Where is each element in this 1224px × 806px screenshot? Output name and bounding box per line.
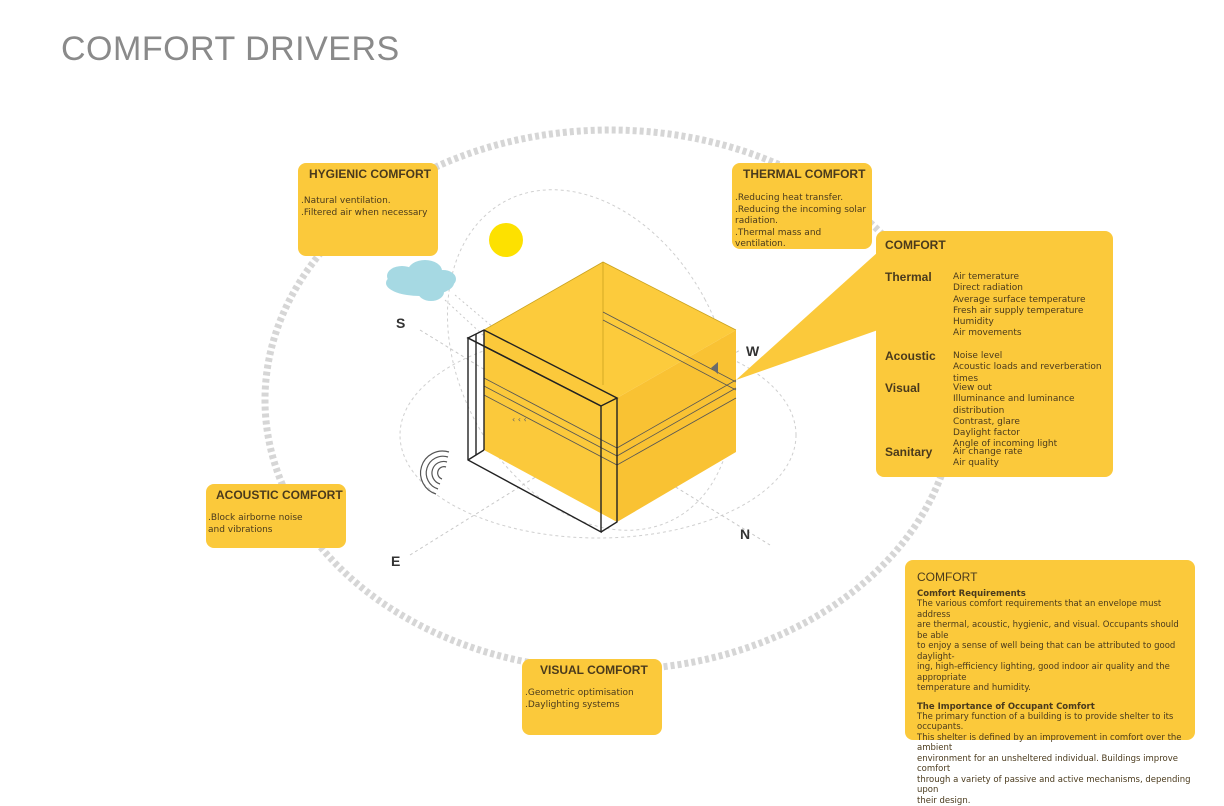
info-line: their design. <box>917 796 1192 806</box>
comfort-callout-pointer <box>736 252 878 380</box>
comfort-info-card: COMFORT Comfort Requirements The various… <box>905 560 1195 740</box>
cube-marks: ‹ ‹ ‹ <box>512 415 527 424</box>
category-thermal: Thermal <box>885 270 932 284</box>
acoustic-title: ACOUSTIC COMFORT <box>216 488 343 502</box>
factor: Fresh air supply temperature <box>953 306 1086 317</box>
compass-south: S <box>396 315 405 331</box>
hygienic-item: .Filtered air when necessary <box>301 208 427 220</box>
sun-icon <box>489 223 523 257</box>
info-line: through a variety of passive and active … <box>917 775 1192 796</box>
cloud-icon <box>386 260 456 301</box>
info-heading: Comfort Requirements <box>917 589 1192 599</box>
thermal-item: .Reducing heat transfer. <box>735 193 872 205</box>
acoustic-comfort-card: ACOUSTIC COMFORT .Block airborne noise a… <box>206 484 346 548</box>
compass-north: N <box>740 526 750 542</box>
compass-east: E <box>391 553 400 569</box>
factor: Air quality <box>953 458 1022 469</box>
info-line: The primary function of a building is to… <box>917 712 1192 733</box>
acoustic-factors: Noise level Acoustic loads and reverbera… <box>953 351 1113 385</box>
hygienic-title: HYGIENIC COMFORT <box>309 167 431 181</box>
category-visual: Visual <box>885 381 920 395</box>
factor: Contrast, glare <box>953 417 1113 428</box>
thermal-item: radiation. <box>735 216 872 228</box>
factor: Air temerature <box>953 272 1086 283</box>
comfort-table-card: COMFORT Thermal Air temerature Direct ra… <box>876 231 1113 477</box>
category-sanitary: Sanitary <box>885 445 932 459</box>
info-line: This shelter is defined by an improvemen… <box>917 733 1192 754</box>
info-line: environment for an unsheltered individua… <box>917 754 1192 775</box>
factor: Air change rate <box>953 447 1022 458</box>
info-line: temperature and humidity. <box>917 683 1192 694</box>
factor: Humidity <box>953 317 1086 328</box>
comfort-info-title: COMFORT <box>917 570 977 584</box>
thermal-item: .Reducing the incoming solar <box>735 205 872 217</box>
factor: Daylight factor <box>953 428 1113 439</box>
factor: Illuminance and luminance distribution <box>953 394 1113 417</box>
thermal-item: .Thermal mass and ventilation. <box>735 228 872 251</box>
factor: Direct radiation <box>953 283 1086 294</box>
factor: Average surface temperature <box>953 295 1086 306</box>
visual-title: VISUAL COMFORT <box>540 663 648 677</box>
thermal-title: THERMAL COMFORT <box>743 167 865 181</box>
thermal-factors: Air temerature Direct radiation Average … <box>953 272 1086 340</box>
visual-comfort-card: VISUAL COMFORT .Geometric optimisation .… <box>522 659 662 735</box>
info-line: The various comfort requirements that an… <box>917 599 1192 620</box>
visual-item: .Daylighting systems <box>525 700 634 712</box>
sanitary-factors: Air change rate Air quality <box>953 447 1022 470</box>
acoustic-item: .Block airborne noise <box>208 513 303 525</box>
hygienic-item: .Natural ventilation. <box>301 196 427 208</box>
visual-factors: View out Illuminance and luminance distr… <box>953 383 1113 451</box>
thermal-comfort-card: THERMAL COMFORT .Reducing heat transfer.… <box>732 163 872 249</box>
factor: Acoustic loads and reverberation times <box>953 362 1113 385</box>
acoustic-item: and vibrations <box>208 525 303 537</box>
info-line: are thermal, acoustic, hygienic, and vis… <box>917 620 1192 641</box>
factor: Air movements <box>953 328 1086 339</box>
info-heading: The Importance of Occupant Comfort <box>917 702 1192 712</box>
compass-west: W <box>746 343 759 359</box>
info-line: to enjoy a sense of well being that can … <box>917 641 1192 662</box>
visual-item: .Geometric optimisation <box>525 688 634 700</box>
factor: Noise level <box>953 351 1113 362</box>
factor: View out <box>953 383 1113 394</box>
hygienic-comfort-card: HYGIENIC COMFORT .Natural ventilation. .… <box>298 163 438 256</box>
category-acoustic: Acoustic <box>885 349 936 363</box>
sound-waves-icon <box>421 451 449 494</box>
info-line: ing, high-efficiency lighting, good indo… <box>917 662 1192 683</box>
comfort-table-title: COMFORT <box>885 238 946 252</box>
